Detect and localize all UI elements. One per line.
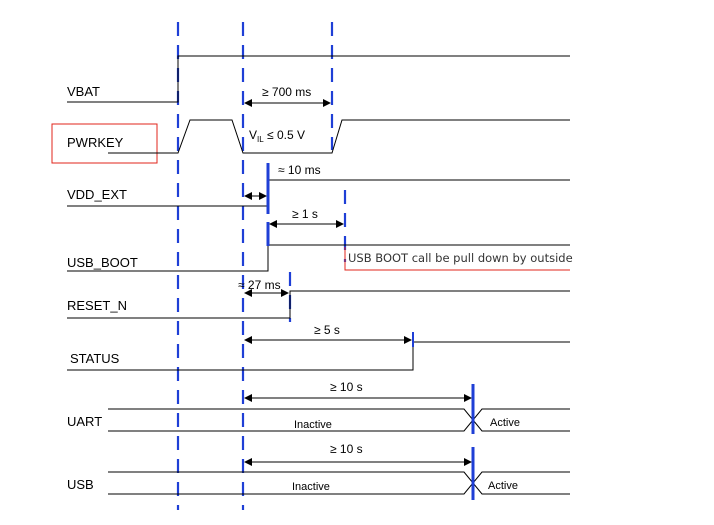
uart-inactive-label: Inactive: [294, 419, 332, 431]
annotation-vdd-ext-delay: ≈ 10 ms: [278, 163, 321, 177]
annotation-vil: VIL ≤ 0.5 V: [249, 128, 305, 144]
annotation-usb-boot-delay: ≥ 1 s: [292, 207, 318, 221]
annotation-usb-delay: ≥ 10 s: [330, 442, 363, 456]
signal-label-usb-boot: USB_BOOT: [67, 255, 138, 270]
signal-label-uart: UART: [67, 414, 102, 429]
usb-boot-note-underline: [344, 247, 570, 271]
waveform-vdd-ext: [67, 179, 570, 207]
waveform-status: [67, 341, 570, 371]
pwrkey-highlight-box: [51, 123, 158, 164]
usb-inactive-label: Inactive: [292, 481, 330, 493]
uart-active-label: Active: [490, 417, 520, 429]
waveform-reset-n: [67, 290, 570, 319]
annotation-status-delay: ≥ 5 s: [314, 323, 340, 337]
signal-label-reset-n: RESET_N: [67, 298, 127, 313]
annotation-reset-delay: ≈ 27 ms: [238, 278, 281, 292]
signal-label-status: STATUS: [70, 351, 120, 366]
waveform-usb-boot: [67, 244, 570, 272]
signal-label-usb: USB: [67, 477, 94, 492]
usb-active-label: Active: [488, 480, 518, 492]
signal-label-vdd-ext: VDD_EXT: [67, 187, 127, 202]
annotation-uart-delay: ≥ 10 s: [330, 380, 363, 394]
annotation-usb-boot-note: USB BOOT call be pull down by outside: [348, 251, 573, 265]
waveform-vbat: [67, 55, 570, 103]
signal-label-vbat: VBAT: [67, 84, 100, 99]
signal-label-pwrkey: PWRKEY: [67, 135, 124, 150]
waveform-pwrkey: [108, 119, 570, 154]
annotation-pwrkey-hold: ≥ 700 ms: [262, 85, 311, 99]
